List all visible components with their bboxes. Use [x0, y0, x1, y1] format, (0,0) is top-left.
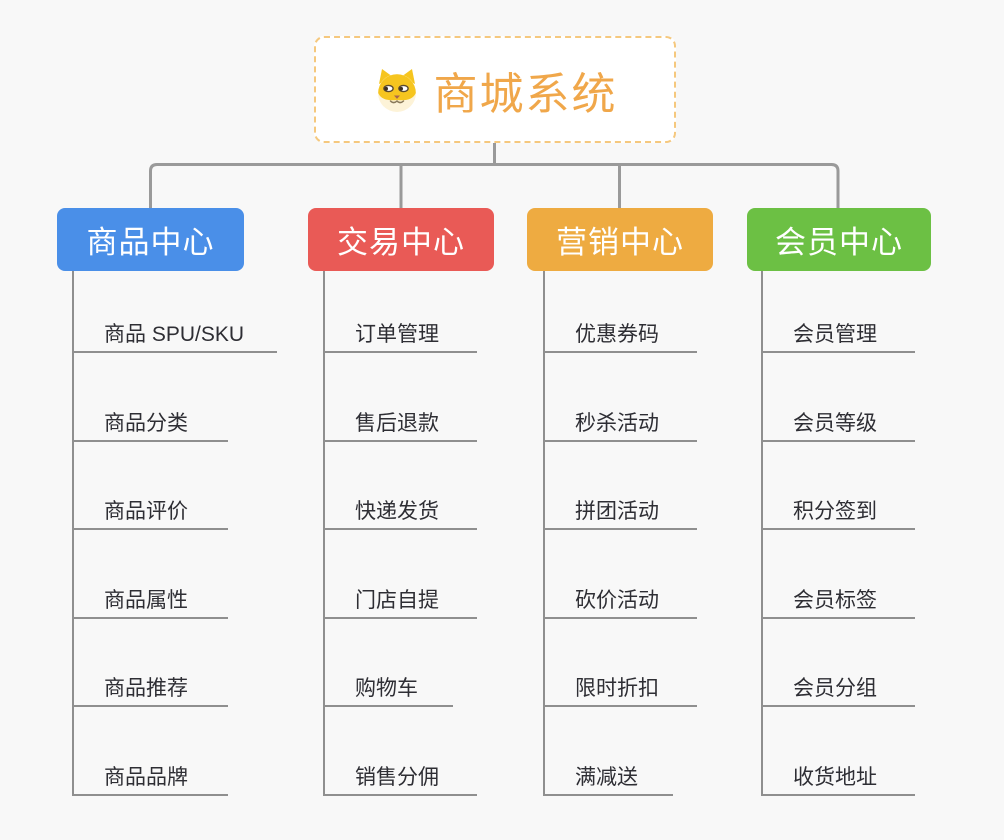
subtopic-label: 订单管理	[355, 323, 439, 346]
subtopic-shipping-address[interactable]: 收货地址	[761, 750, 915, 796]
subtopic-group-buy[interactable]: 拼团活动	[543, 484, 697, 530]
subtopic-label: 商品属性	[104, 589, 188, 612]
subtopic-label: 商品分类	[104, 412, 188, 435]
subtopic-flash-sale[interactable]: 秒杀活动	[543, 396, 697, 442]
subtopic-label: 积分签到	[793, 500, 877, 523]
subtopic-product-recommend[interactable]: 商品推荐	[72, 661, 228, 707]
subtopic-label: 会员标签	[793, 589, 877, 612]
branch-node-marketing-center[interactable]: 营销中心	[527, 208, 713, 271]
subtopic-label: 砍价活动	[575, 589, 659, 612]
branch-node-member-center[interactable]: 会员中心	[747, 208, 931, 271]
branch-node-trade-center[interactable]: 交易中心	[308, 208, 494, 271]
subtopic-store-pickup[interactable]: 门店自提	[323, 573, 477, 619]
subtopic-label: 销售分佣	[355, 766, 439, 789]
subtopic-product-attribute[interactable]: 商品属性	[72, 573, 228, 619]
branch-spine-line	[543, 271, 545, 796]
subtopic-label: 会员等级	[793, 412, 877, 435]
subtopic-label: 商品品牌	[104, 766, 188, 789]
subtopic-spend-save[interactable]: 满减送	[543, 750, 673, 796]
branch-node-product-center[interactable]: 商品中心	[57, 208, 244, 271]
subtopic-product-review[interactable]: 商品评价	[72, 484, 228, 530]
branch-spine-line	[72, 271, 74, 796]
subtopic-label: 商品评价	[104, 500, 188, 523]
subtopic-product-spu-sku[interactable]: 商品 SPU/SKU	[72, 307, 277, 353]
subtopic-label: 会员分组	[793, 677, 877, 700]
subtopic-member-management[interactable]: 会员管理	[761, 307, 915, 353]
subtopic-label: 门店自提	[355, 589, 439, 612]
subtopic-bargain-activity[interactable]: 砍价活动	[543, 573, 697, 619]
subtopic-member-level[interactable]: 会员等级	[761, 396, 915, 442]
subtopic-label: 优惠券码	[575, 323, 659, 346]
subtopic-member-tag[interactable]: 会员标签	[761, 573, 915, 619]
shiba-dog-icon	[377, 68, 416, 112]
root-title: 商城系统	[433, 69, 618, 119]
subtopic-limited-time-discount[interactable]: 限时折扣	[543, 661, 697, 707]
subtopic-product-brand[interactable]: 商品品牌	[72, 750, 228, 796]
branch-spine-line	[761, 271, 763, 796]
subtopic-label: 拼团活动	[575, 500, 659, 523]
subtopic-member-group[interactable]: 会员分组	[761, 661, 915, 707]
branch-spine-line	[323, 271, 325, 796]
subtopic-aftersale-refund[interactable]: 售后退款	[323, 396, 477, 442]
subtopic-sales-commission[interactable]: 销售分佣	[323, 750, 477, 796]
subtopic-label: 商品 SPU/SKU	[104, 323, 245, 346]
subtopic-coupon-code[interactable]: 优惠券码	[543, 307, 697, 353]
subtopic-points-checkin[interactable]: 积分签到	[761, 484, 915, 530]
subtopic-label: 秒杀活动	[575, 412, 659, 435]
subtopic-label: 售后退款	[355, 412, 439, 435]
root-node-mall-system[interactable]: 商城系统	[314, 36, 676, 143]
subtopic-label: 商品推荐	[104, 677, 188, 700]
subtopic-label: 快递发货	[355, 500, 439, 523]
subtopic-label: 限时折扣	[575, 677, 659, 700]
subtopic-product-category[interactable]: 商品分类	[72, 396, 228, 442]
subtopic-express-delivery[interactable]: 快递发货	[323, 484, 477, 530]
subtopic-shopping-cart[interactable]: 购物车	[323, 661, 453, 707]
subtopic-label: 满减送	[575, 766, 638, 789]
subtopic-label: 购物车	[355, 677, 418, 700]
subtopic-label: 收货地址	[793, 766, 877, 789]
subtopic-label: 会员管理	[793, 323, 877, 346]
subtopic-order-management[interactable]: 订单管理	[323, 307, 477, 353]
